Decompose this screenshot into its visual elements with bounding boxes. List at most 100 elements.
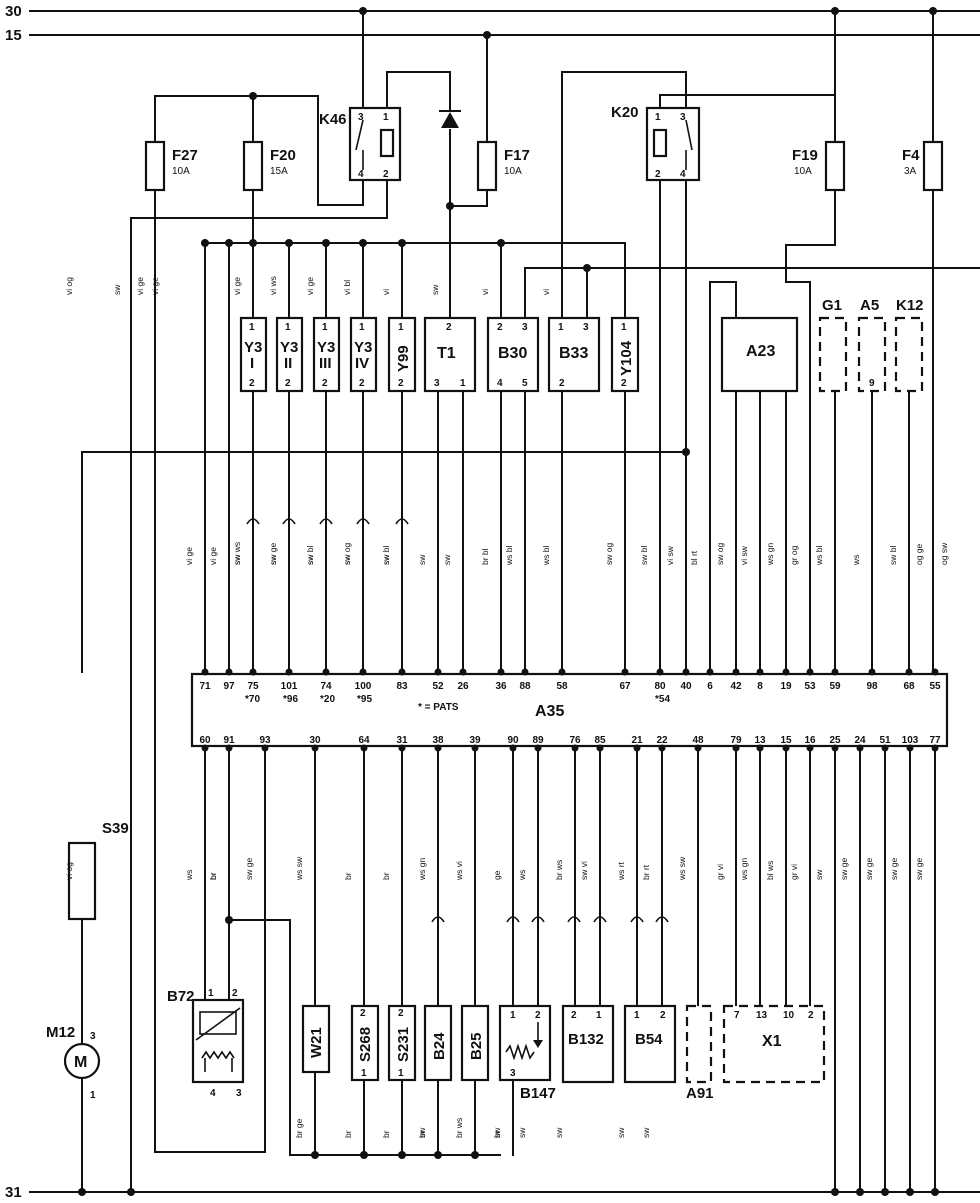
svg-text:1: 1 bbox=[90, 1090, 96, 1101]
ecu-pin-dot bbox=[732, 668, 740, 676]
sensor-b33[interactable]: 1 3 B33 2 bbox=[547, 316, 601, 393]
svg-text:B25: B25 bbox=[468, 1032, 485, 1060]
wire-color-label: ws sw bbox=[677, 856, 687, 881]
wire-color-label: br bl bbox=[480, 548, 490, 565]
fuse-f19[interactable]: F19 10A bbox=[792, 140, 846, 192]
ecu-pin-label: 39 bbox=[469, 735, 481, 746]
injector-y3-2[interactable]: 1 Y3 II 2 bbox=[275, 316, 304, 393]
ecu-pin-label: 68 bbox=[903, 681, 915, 692]
svg-text:1: 1 bbox=[510, 1010, 516, 1021]
wire-color-label: vi ge bbox=[184, 547, 194, 565]
svg-text:*54: *54 bbox=[655, 694, 670, 705]
rail-31-label: 31 bbox=[5, 1184, 22, 1201]
ecu-pin-label: 25 bbox=[829, 735, 841, 746]
fuse-f20[interactable]: F20 15A bbox=[242, 140, 296, 192]
fuse-f17[interactable]: F17 10A bbox=[476, 140, 530, 192]
relay-switch-icon bbox=[685, 119, 693, 151]
svg-text:10A: 10A bbox=[504, 166, 522, 177]
svg-text:S231: S231 bbox=[395, 1027, 412, 1062]
ecu-pin-dot bbox=[831, 668, 839, 676]
wire-color-label: sw bbox=[517, 1127, 527, 1138]
middle-wiring bbox=[252, 390, 910, 673]
svg-text:II: II bbox=[284, 355, 292, 372]
switch-s268[interactable]: 2 S268 1 bbox=[350, 1004, 380, 1082]
wire-color-label: sw vi bbox=[579, 861, 589, 880]
motor-m12[interactable]: M M12 3 1 bbox=[46, 1024, 101, 1101]
svg-text:2: 2 bbox=[621, 378, 627, 389]
switch-s39[interactable]: S39 bbox=[67, 820, 129, 921]
svg-text:1: 1 bbox=[285, 322, 291, 333]
fuse-f27[interactable]: F27 10A bbox=[144, 140, 198, 192]
sensor-b25[interactable]: B25 bbox=[460, 1004, 490, 1082]
sensor-b72[interactable]: B72 1 2 4 3 bbox=[167, 988, 245, 1099]
valve-y99[interactable]: 1 Y99 2 bbox=[387, 316, 417, 393]
junction-dots bbox=[78, 7, 939, 1196]
sensor-b147[interactable]: 1 2 3 B147 bbox=[498, 1004, 556, 1102]
svg-text:M: M bbox=[74, 1054, 87, 1071]
module-k12[interactable]: K12 bbox=[894, 297, 924, 393]
sensor-b54[interactable]: 1 2 B54 bbox=[623, 1004, 677, 1084]
wire-color-label: sw bl bbox=[888, 546, 898, 565]
valve-y104[interactable]: 1 Y104 2 bbox=[610, 316, 640, 393]
ecu-pin-dot bbox=[225, 668, 233, 676]
sensor-b132[interactable]: 2 1 B132 bbox=[561, 1004, 615, 1084]
wire-color-label: sw bbox=[616, 1127, 626, 1138]
injector-y3-3[interactable]: 1 Y3 III 2 bbox=[312, 316, 341, 393]
svg-text:1: 1 bbox=[460, 378, 466, 389]
supply-rails: 30 15 31 bbox=[5, 3, 980, 1201]
ecu-pin-dot bbox=[706, 668, 714, 676]
ecu-pin-dot bbox=[558, 668, 566, 676]
injector-y3-4[interactable]: 1 Y3 IV 2 bbox=[349, 316, 378, 393]
ecu-pin-label: 71 bbox=[199, 681, 211, 692]
wire-color-label: sw ge bbox=[268, 543, 278, 565]
svg-text:I: I bbox=[250, 355, 254, 372]
svg-text:2: 2 bbox=[285, 378, 291, 389]
ecu-pin-label: 79 bbox=[730, 735, 742, 746]
svg-text:2: 2 bbox=[655, 169, 661, 180]
ecu-pin-dot bbox=[905, 668, 913, 676]
wire-color-label: br bbox=[492, 1130, 502, 1138]
fuse-f4[interactable]: F4 3A bbox=[902, 140, 944, 192]
svg-text:A91: A91 bbox=[686, 1085, 714, 1102]
ecu-pin-label: 77 bbox=[929, 735, 941, 746]
wire-color-label: gr og bbox=[789, 545, 799, 565]
module-a5[interactable]: A5 9 bbox=[857, 297, 887, 393]
component-w21[interactable]: W21 bbox=[301, 1004, 331, 1074]
wire-color-label: sw bbox=[641, 1127, 651, 1138]
module-g1[interactable]: G1 bbox=[818, 297, 848, 393]
switch-s231[interactable]: 2 S231 1 bbox=[387, 1004, 417, 1082]
svg-text:3: 3 bbox=[236, 1088, 242, 1099]
coil-t1[interactable]: 2 T1 3 1 bbox=[423, 316, 477, 393]
wire-color-label: sw ge bbox=[889, 858, 899, 880]
sensor-b24[interactable]: B24 bbox=[423, 1004, 453, 1082]
ecu-pin-dot bbox=[398, 668, 406, 676]
svg-text:2: 2 bbox=[359, 378, 365, 389]
connector-x1[interactable]: 7 13 10 2 X1 bbox=[722, 1004, 826, 1084]
svg-text:F20: F20 bbox=[270, 147, 296, 164]
svg-text:B30: B30 bbox=[498, 345, 527, 362]
wire-color-label: vi ge bbox=[232, 277, 242, 295]
svg-text:1: 1 bbox=[322, 322, 328, 333]
wire-color-label: vi sw bbox=[665, 545, 675, 565]
svg-text:1: 1 bbox=[398, 1068, 404, 1079]
module-a91[interactable]: A91 bbox=[685, 1004, 714, 1102]
svg-text:F19: F19 bbox=[792, 147, 818, 164]
wire-color-label: sw bl bbox=[381, 546, 391, 565]
ecu-pin-dot bbox=[756, 668, 764, 676]
svg-text:B132: B132 bbox=[568, 1031, 604, 1048]
relay-k46[interactable]: K46 3 1 4 2 bbox=[319, 106, 402, 182]
relay-k20[interactable]: K20 1 3 2 4 bbox=[611, 104, 701, 182]
wire-color-label: sw ge bbox=[914, 858, 924, 880]
injector-y3-1[interactable]: 1 Y3 I 2 bbox=[239, 316, 268, 393]
wire-color-label: og ge bbox=[914, 543, 924, 565]
wire-color-label: gr vi bbox=[789, 864, 799, 880]
sensor-b30[interactable]: 2 3 B30 4 5 bbox=[486, 316, 540, 393]
ecu-pin-dot bbox=[931, 668, 939, 676]
svg-text:Y104: Y104 bbox=[618, 340, 635, 376]
module-a23[interactable]: A23 bbox=[720, 316, 799, 393]
wire-color-label: sw bl bbox=[305, 546, 315, 565]
svg-text:IV: IV bbox=[355, 355, 369, 372]
ecu-pin-dot bbox=[249, 668, 257, 676]
wire-color-label: sw bbox=[305, 554, 315, 565]
